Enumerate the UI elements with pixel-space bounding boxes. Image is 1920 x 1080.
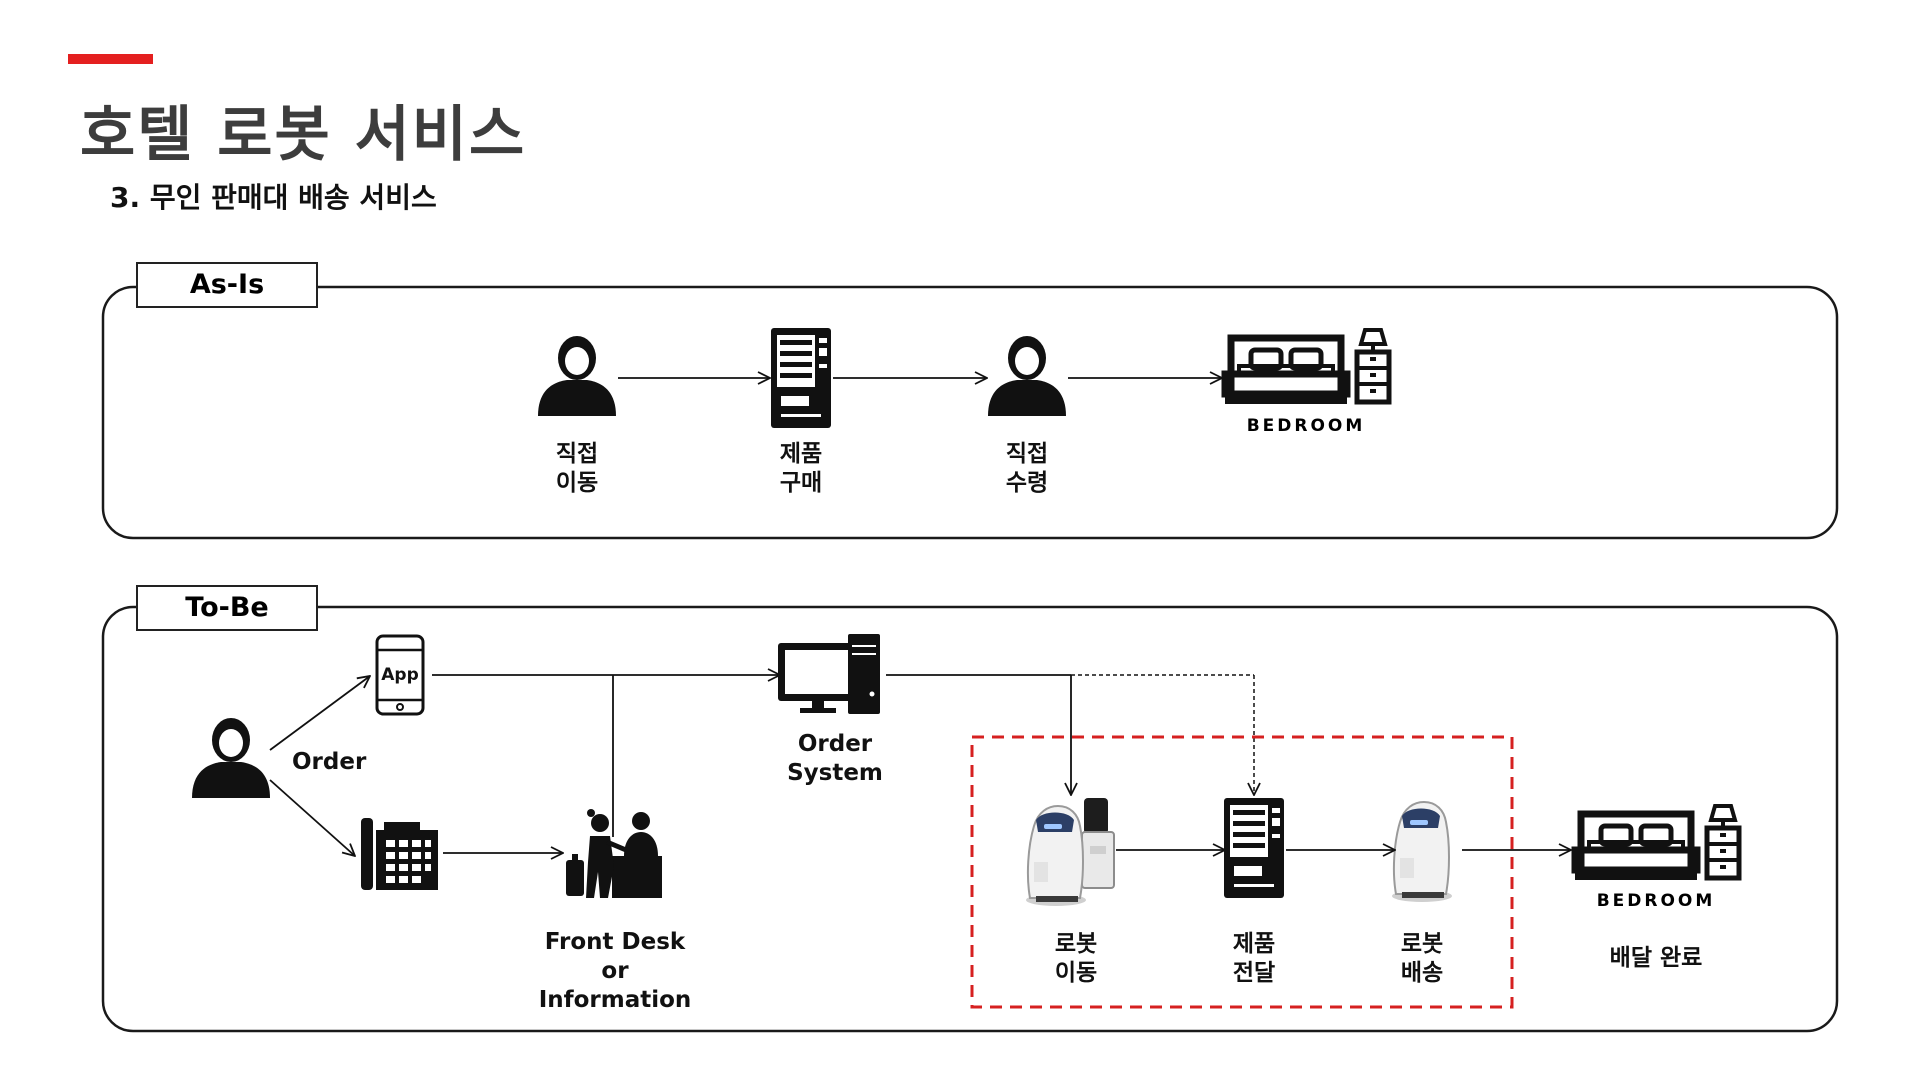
- to-be-tag: To-Be: [136, 585, 318, 631]
- robot-icon: [1025, 805, 1087, 907]
- front-desk-icon: [566, 809, 662, 898]
- app-label: App: [381, 665, 419, 685]
- bedroom-icon: [1225, 330, 1389, 404]
- robot-step-label: 로봇 이동: [1054, 931, 1098, 986]
- bedroom-icon: [1575, 806, 1739, 880]
- person-icon: [988, 336, 1066, 416]
- order-label: Order: [292, 749, 367, 775]
- to-be-frame: [101, 605, 1839, 1033]
- step-label: 직접 수령: [1005, 441, 1049, 496]
- delivery-complete-label: 배달 완료: [1609, 945, 1703, 971]
- arrow: [269, 779, 355, 856]
- robot-icon: [1391, 801, 1453, 903]
- as-is-frame: [101, 285, 1839, 540]
- front-desk-label: Front Desk or Information: [538, 929, 692, 1013]
- robot-step-label: 로봇 배송: [1400, 931, 1444, 986]
- person-icon: [538, 336, 616, 416]
- vending-machine-icon: [771, 328, 831, 428]
- accent-bar: [68, 54, 153, 64]
- page-subtitle: 3. 무인 판매대 배송 서비스: [110, 181, 437, 214]
- computer-icon: [778, 634, 880, 714]
- step-label: 제품 구매: [779, 441, 823, 496]
- bedroom-caption: BEDROOM: [1597, 891, 1716, 911]
- robot-icon: [1081, 798, 1115, 889]
- step-label: 직접 이동: [555, 441, 599, 496]
- robot-zone-frame: [970, 735, 1514, 1009]
- bedroom-caption: BEDROOM: [1247, 416, 1366, 436]
- person-icon: [192, 718, 270, 798]
- telephone-icon: [361, 818, 438, 890]
- robot-step-label: 제품 전달: [1232, 931, 1276, 986]
- arrow: [269, 676, 370, 751]
- vending-machine-icon: [1224, 798, 1284, 898]
- as-is-tag: As-Is: [136, 262, 318, 308]
- page-title: 호텔 로봇 서비스: [80, 100, 527, 170]
- smartphone-icon: [375, 634, 425, 716]
- order-system-label: Order System: [787, 731, 883, 786]
